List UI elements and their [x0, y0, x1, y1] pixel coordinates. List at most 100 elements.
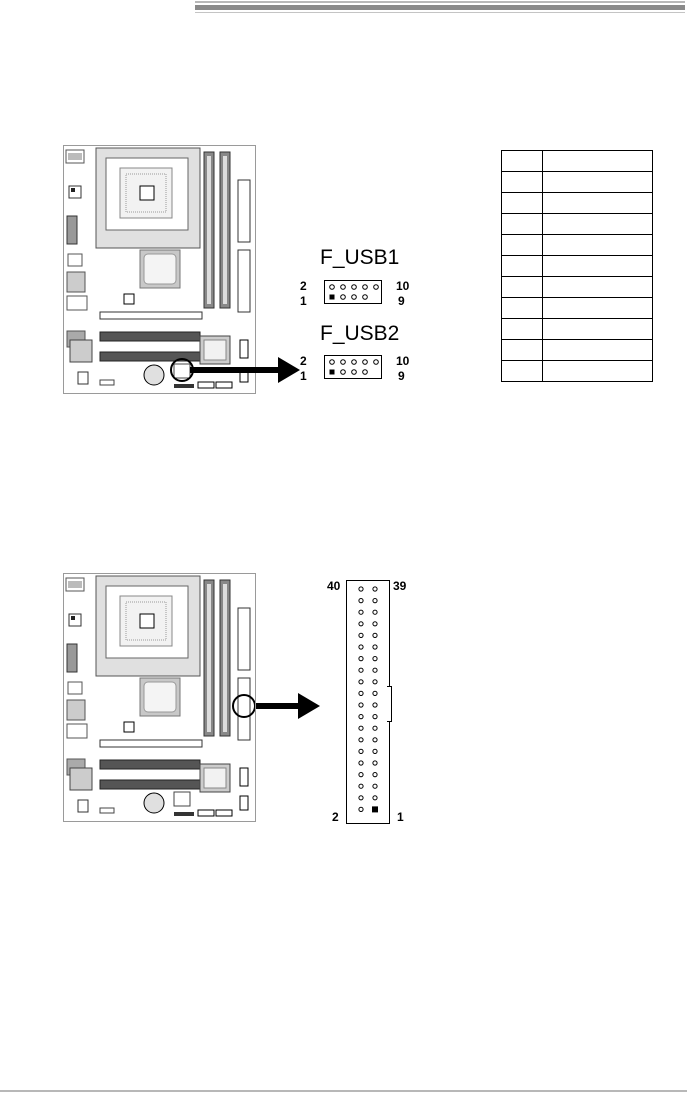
table-cell-pin [501, 150, 543, 172]
ide-pin [358, 772, 364, 778]
table-cell-assignment [542, 150, 653, 172]
ide-pin [358, 598, 364, 604]
ide-pin-40: 40 [327, 579, 341, 593]
table-cell-assignment [542, 360, 653, 382]
ide-pin [372, 632, 378, 639]
header-rule [195, 0, 685, 16]
f-usb1-connector: F_USB1 2 1 10 9 [300, 240, 420, 310]
table-row [501, 360, 653, 382]
footer-rule [0, 1090, 687, 1092]
f-usb2-pin-1: 1 [300, 369, 307, 383]
table-cell-assignment [542, 192, 653, 214]
table-cell-pin [501, 297, 543, 319]
ide-pin [358, 748, 364, 754]
ide-pin-39: 39 [393, 579, 407, 593]
ide-pin [372, 667, 378, 673]
table-row [501, 318, 653, 340]
pointer-arrow-icon [256, 693, 320, 719]
f-usb1-pin-2: 2 [300, 279, 307, 293]
ide-pin [358, 702, 364, 708]
ide-pin [358, 632, 364, 639]
table-row [501, 234, 653, 256]
ide-pin [372, 644, 378, 650]
ide-pin [358, 667, 364, 673]
ide-pin-1-marker [372, 806, 378, 813]
table-cell-pin [501, 192, 543, 214]
ide-pin [358, 760, 364, 766]
table-row [501, 255, 653, 277]
table-cell-assignment [542, 318, 653, 340]
ide-pin [372, 737, 378, 743]
f-usb2-pin-header [324, 355, 382, 379]
table-cell-assignment [542, 297, 653, 319]
f-usb2-pin-2: 2 [300, 354, 307, 368]
ide-pin [372, 621, 378, 627]
ide-pin [358, 609, 364, 615]
ide-pin [358, 795, 364, 801]
motherboard-diagram-ide [63, 573, 256, 822]
ide-pin [358, 690, 364, 697]
table-row [501, 192, 653, 214]
ide-pin [372, 598, 378, 604]
ide-pin [372, 725, 378, 731]
f-usb2-label: F_USB2 [320, 322, 400, 345]
f-usb1-pins-icon [329, 284, 379, 300]
ide-connector [346, 580, 390, 824]
ide-pin-1: 1 [397, 810, 404, 824]
ide-pin [358, 806, 364, 812]
motherboard-layout-image [65, 147, 251, 389]
table-row [501, 213, 653, 235]
f-usb1-pin-9: 9 [398, 294, 405, 308]
pointer-arrow-icon [190, 357, 300, 383]
pin-assignment-table [501, 150, 653, 382]
table-cell-assignment [542, 339, 653, 361]
table-cell-pin [501, 234, 543, 256]
ide-pin [358, 725, 364, 731]
ide-pin [372, 748, 378, 754]
ide-pin [372, 586, 378, 592]
table-row [501, 297, 653, 319]
ide-pin [372, 702, 378, 708]
ide-pin [372, 714, 378, 720]
motherboard-layout-image [65, 575, 255, 817]
motherboard-diagram-usb [63, 145, 256, 394]
ide-connector-key [387, 686, 392, 722]
f-usb1-pin-10: 10 [396, 279, 410, 293]
table-cell-assignment [542, 276, 653, 298]
table-cell-pin [501, 360, 543, 382]
ide-pin [372, 760, 378, 766]
table-cell-assignment [542, 255, 653, 277]
ide-pin [372, 609, 378, 615]
table-row [501, 171, 653, 193]
table-row [501, 339, 653, 361]
f-usb1-pin-header [324, 280, 382, 304]
table-row [501, 276, 653, 298]
ide-pin [372, 679, 378, 685]
table-cell-pin [501, 171, 543, 193]
ide-pin [358, 644, 364, 650]
table-cell-pin [501, 276, 543, 298]
ide-pin [358, 783, 364, 789]
f-usb2-pin-9: 9 [398, 369, 405, 383]
table-cell-pin [501, 255, 543, 277]
table-cell-pin [501, 339, 543, 361]
ide-pin [358, 737, 364, 743]
f-usb1-label: F_USB1 [320, 246, 400, 269]
ide-pin [372, 656, 378, 662]
table-cell-assignment [542, 213, 653, 235]
f-usb2-pins-icon [329, 359, 379, 375]
ide-pin [372, 690, 378, 697]
ide-pin [372, 783, 378, 789]
table-cell-pin [501, 213, 543, 235]
f-usb2-connector: F_USB2 2 1 10 9 [300, 314, 420, 384]
f-usb2-pin-10: 10 [396, 354, 410, 368]
ide-pin-2: 2 [332, 810, 339, 824]
ide-pin [358, 714, 364, 720]
ide-pin [372, 772, 378, 778]
f-usb1-pin-1: 1 [300, 294, 307, 308]
table-row [501, 150, 653, 172]
ide-pin [372, 795, 378, 801]
ide-pin [358, 679, 364, 685]
ide-pins-icon [358, 586, 378, 813]
table-cell-assignment [542, 171, 653, 193]
